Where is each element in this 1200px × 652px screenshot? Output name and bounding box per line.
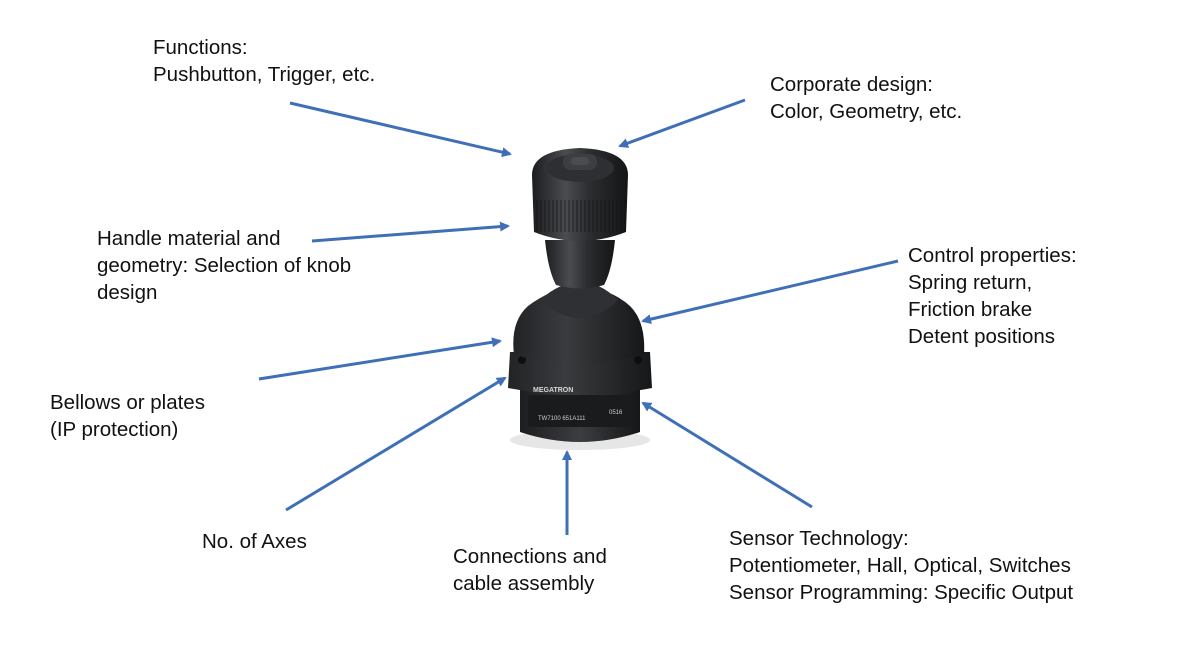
- callout-axes-line-1: No. of Axes: [202, 530, 307, 553]
- joystick-shaft: [545, 240, 615, 289]
- callout-corporate-design: Corporate design: Color, Geometry, etc.: [770, 71, 962, 125]
- arrow-handle: [311, 221, 510, 243]
- callout-control-line-2: Spring return,: [908, 271, 1033, 294]
- callout-functions-detail: Pushbutton, Trigger, etc.: [153, 63, 376, 86]
- arrow-bellows: [258, 337, 502, 381]
- callout-handle: Handle material and geometry: Selection …: [97, 225, 351, 306]
- joystick-handle: [532, 148, 628, 241]
- callout-control-title: Control properties:: [908, 244, 1077, 267]
- callout-axes: No. of Axes: [202, 528, 307, 555]
- callout-connections: Connections and cable assembly: [453, 543, 607, 597]
- callout-sensor: Sensor Technology: Potentiometer, Hall, …: [729, 525, 1073, 606]
- arrow-axes: [285, 376, 507, 512]
- arrow-sensor: [641, 401, 813, 509]
- callout-handle-line-3: design: [97, 281, 158, 304]
- callout-connections-line-1: Connections and: [453, 545, 607, 568]
- joystick-mounting-plate: [508, 352, 652, 395]
- product-code-label: 0516: [609, 410, 623, 416]
- callout-control: Control properties: Spring return, Frict…: [908, 242, 1077, 350]
- callout-corporate-design-title: Corporate design:: [770, 73, 933, 96]
- callout-bellows-line-2: (IP protection): [50, 418, 179, 441]
- callout-connections-line-2: cable assembly: [453, 572, 595, 595]
- product-model-label: TW7100 651A111: [538, 416, 586, 422]
- joystick-bellows: [513, 282, 645, 364]
- callout-handle-line-1: Handle material and: [97, 227, 281, 250]
- callout-bellows-line-1: Bellows or plates: [50, 391, 205, 414]
- callout-sensor-title: Sensor Technology:: [729, 527, 909, 550]
- callout-functions-title: Functions:: [153, 36, 248, 59]
- callout-bellows: Bellows or plates (IP protection): [50, 389, 205, 443]
- joystick-base-cylinder: [520, 378, 640, 442]
- product-brand-label: MEGATRON: [533, 387, 573, 394]
- callout-control-line-3: Friction brake: [908, 298, 1033, 321]
- callout-control-line-4: Detent positions: [908, 325, 1056, 348]
- callout-sensor-line-2: Potentiometer, Hall, Optical, Switches: [729, 554, 1071, 577]
- callout-corporate-design-detail: Color, Geometry, etc.: [770, 100, 963, 123]
- callout-sensor-line-3: Sensor Programming: Specific Output: [729, 581, 1074, 604]
- callout-handle-line-2: geometry: Selection of knob: [97, 254, 352, 277]
- arrow-control: [641, 259, 899, 325]
- arrow-corporate-design: [618, 98, 746, 148]
- callout-functions: Functions: Pushbutton, Trigger, etc.: [153, 34, 375, 88]
- arrow-functions: [289, 101, 512, 158]
